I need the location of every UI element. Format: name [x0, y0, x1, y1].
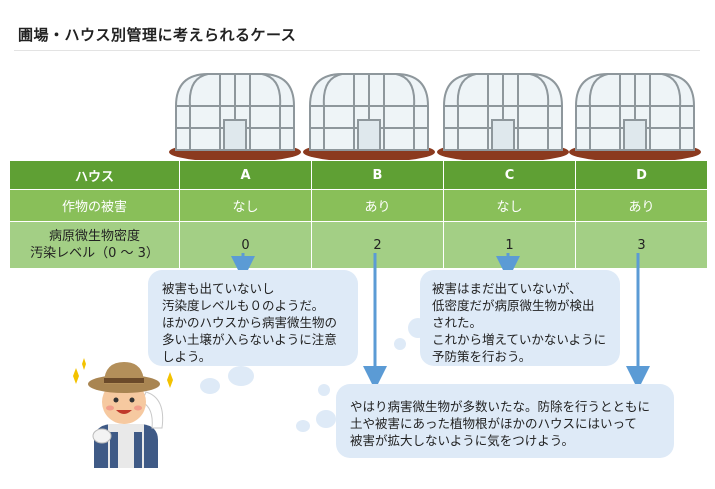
bubble-a-line: 多い土壌が入らないように注意	[162, 332, 337, 347]
house-c-header: C	[443, 160, 576, 190]
row-label-level: 病原微生物密度 汚染レベル（0 〜 3）	[9, 221, 180, 269]
table-row-damage: 作物の被害 なし あり なし あり	[9, 189, 708, 222]
title-divider	[14, 50, 700, 51]
bubble-a-line: 汚染度レベルも０のようだ。	[162, 298, 325, 313]
greenhouse-a-illustration	[168, 66, 302, 162]
thought-dot	[316, 410, 336, 428]
house-b-damage: あり	[311, 189, 444, 222]
greenhouse-b-illustration	[302, 66, 436, 162]
thought-dot	[408, 318, 428, 338]
bubble-c-line: これから増えていかないように	[432, 332, 607, 347]
bubble-bd-line: 土や被害にあった植物根がほかのハウスにはいって	[350, 416, 637, 431]
house-a-header: A	[179, 160, 312, 190]
row-label-level-line1: 病原微生物密度	[48, 229, 140, 244]
bubble-bd-line: やはり病害微生物が多数いたな。防除を行うとともに	[350, 399, 651, 414]
house-comparison-table: ハウス A B C D 作物の被害 なし あり なし あり 病原微生物密度 汚染…	[9, 160, 708, 269]
thought-dot	[296, 420, 310, 432]
house-d-damage: あり	[575, 189, 708, 222]
house-d-level: 3	[575, 221, 708, 269]
table-row-house: ハウス A B C D	[9, 160, 708, 190]
farmer-illustration	[70, 348, 182, 468]
speech-bubble-house-b-d: やはり病害微生物が多数いたな。防除を行うとともに 土や被害にあった植物根がほかの…	[336, 384, 674, 458]
bubble-a-line: 被害も出ていないし	[162, 281, 275, 296]
table-row-level: 病原微生物密度 汚染レベル（0 〜 3） 0 2 1 3	[9, 221, 708, 269]
bubble-a-line: しよう。	[162, 349, 212, 364]
thought-dot	[394, 338, 406, 350]
house-d-header: D	[575, 160, 708, 190]
speech-bubble-house-c: 被害はまだ出ていないが、 低密度だが病原微生物が検出 された。 これから増えてい…	[420, 270, 620, 366]
bubble-c-line: 予防策を行おう。	[432, 349, 532, 364]
bubble-c-line: 低密度だが病原微生物が検出	[432, 298, 595, 313]
house-b-level: 2	[311, 221, 444, 269]
bubble-a-line: ほかのハウスから病害微生物の	[162, 315, 338, 330]
row-label-level-line2: 汚染レベル（0 〜 3）	[30, 246, 159, 261]
house-c-level: 1	[443, 221, 576, 269]
thought-dot	[228, 366, 254, 386]
house-a-level: 0	[179, 221, 312, 269]
bubble-c-line: 被害はまだ出ていないが、	[432, 281, 582, 296]
house-a-damage: なし	[179, 189, 312, 222]
speech-bubble-house-a: 被害も出ていないし 汚染度レベルも０のようだ。 ほかのハウスから病害微生物の 多…	[148, 270, 358, 366]
row-label-house: ハウス	[9, 160, 180, 190]
thought-dot	[318, 384, 330, 396]
bubble-c-line: された。	[432, 315, 483, 330]
page-title: 圃場・ハウス別管理に考えられるケース	[18, 26, 297, 44]
house-c-damage: なし	[443, 189, 576, 222]
thought-dot	[200, 378, 220, 394]
row-label-damage: 作物の被害	[9, 189, 180, 222]
bubble-bd-line: 被害が拡大しないように気をつけよう。	[350, 433, 575, 448]
house-b-header: B	[311, 160, 444, 190]
greenhouse-d-illustration	[568, 66, 702, 162]
greenhouse-c-illustration	[436, 66, 570, 162]
